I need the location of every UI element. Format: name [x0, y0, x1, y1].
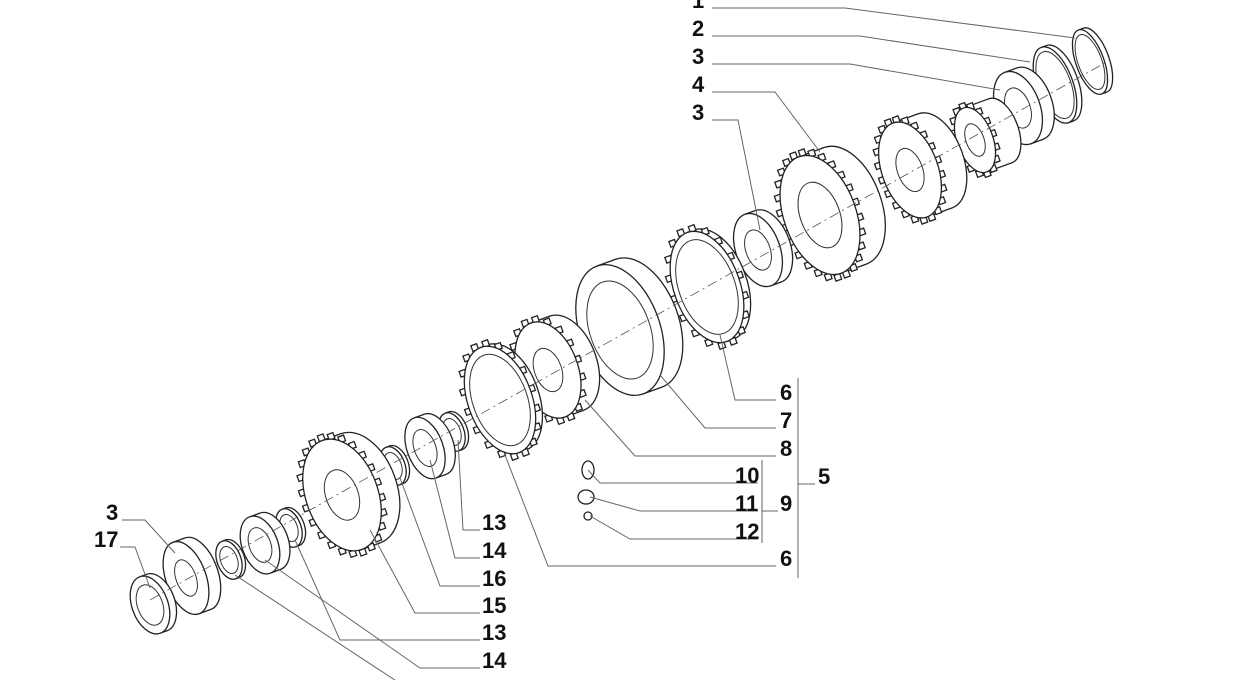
callout-11: 11 — [735, 491, 758, 516]
callout-5: 5 — [818, 464, 830, 489]
callout-labels: 1 2 3 4 3 6 7 8 10 11 12 9 5 6 13 14 16 … — [94, 0, 830, 680]
callout-14: 14 — [482, 648, 507, 673]
callout-17: 17 — [94, 527, 118, 552]
needle-bearing — [404, 412, 456, 480]
callout-8: 8 — [780, 436, 792, 461]
main-gear — [773, 145, 886, 282]
snap-ring — [1071, 27, 1114, 95]
ball — [583, 511, 593, 521]
callout-10: 10 — [735, 463, 759, 488]
callout-4: 4 — [692, 72, 705, 97]
bearing — [162, 536, 222, 616]
callout-7: 7 — [780, 408, 792, 433]
synchro-ring — [458, 338, 544, 462]
synchro-ring — [663, 223, 752, 351]
callout-3: 3 — [692, 44, 704, 69]
shaft-axis-line — [149, 59, 1111, 601]
parts-group — [129, 27, 1114, 635]
callout-18: 18 — [482, 676, 506, 680]
callout-13: 13 — [482, 620, 506, 645]
shaft-gear-mid — [872, 112, 968, 225]
callout-9: 9 — [780, 491, 792, 516]
callout-6: 6 — [780, 546, 792, 571]
callout-3: 3 — [692, 100, 704, 125]
detent-block — [577, 489, 595, 505]
sliding-sleeve — [575, 257, 684, 396]
leader-lines — [120, 7, 1076, 680]
callout-3: 3 — [106, 500, 118, 525]
callout-16: 16 — [482, 566, 506, 591]
callout-15: 15 — [482, 593, 506, 618]
needle-bearing — [239, 511, 291, 575]
bearing — [992, 66, 1055, 146]
seal — [129, 573, 178, 635]
callout-6: 6 — [780, 380, 792, 405]
callout-14: 14 — [482, 538, 507, 563]
shaft-gear-small — [949, 97, 1022, 179]
callout-12: 12 — [735, 519, 759, 544]
callout-13: 13 — [482, 510, 506, 535]
needle-bearing — [732, 209, 794, 288]
callout-1: 1 — [692, 0, 704, 13]
gear — [296, 431, 401, 559]
callout-2: 2 — [692, 16, 704, 41]
